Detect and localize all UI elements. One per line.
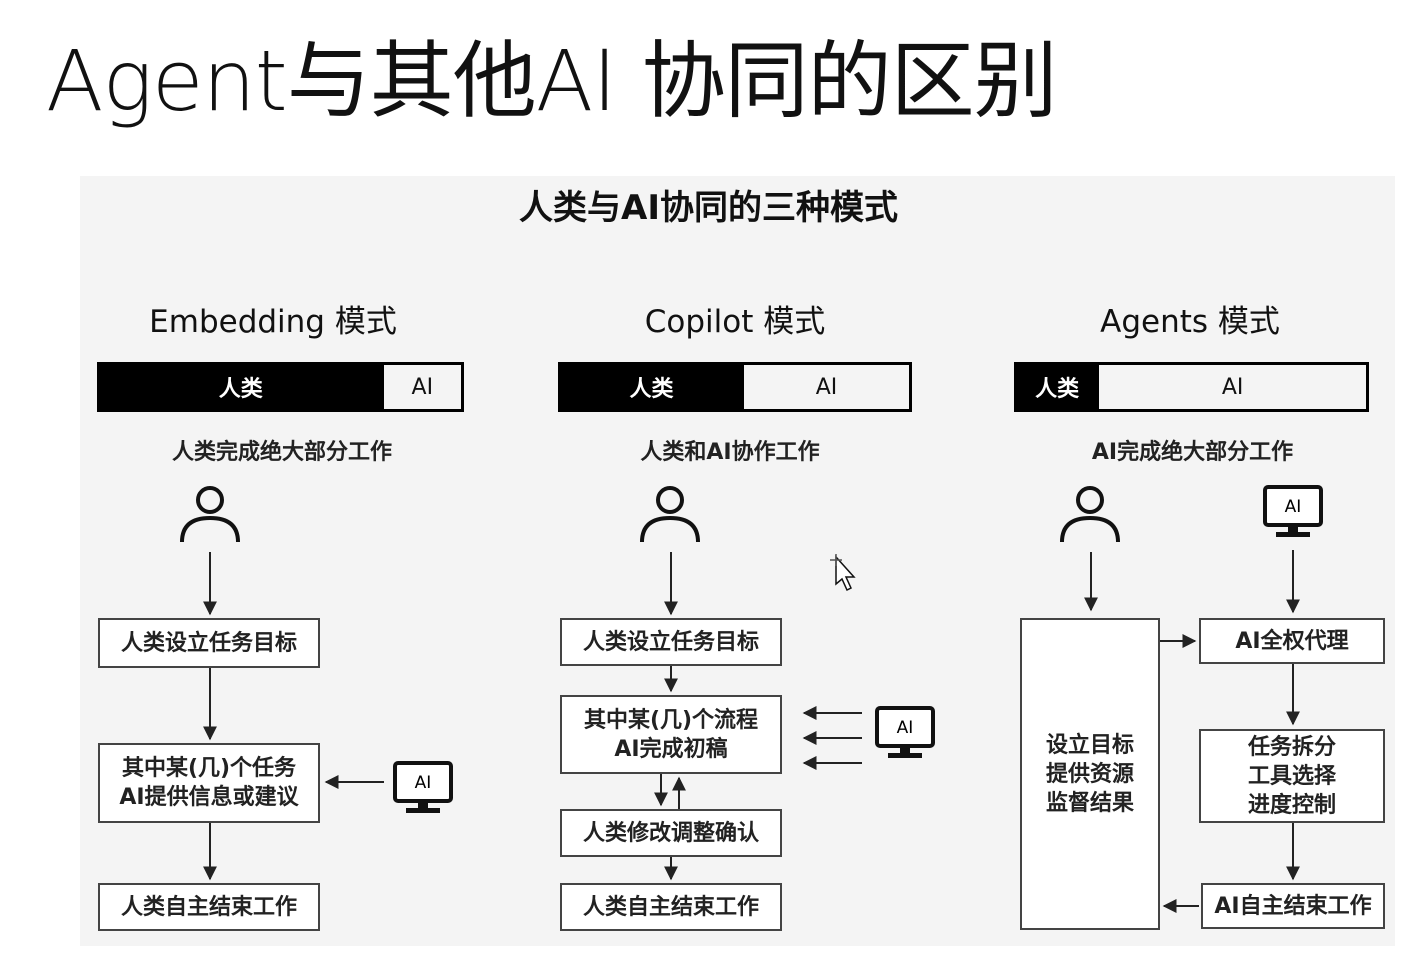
person-icon xyxy=(640,486,700,543)
slide-title: Agent与其他AI 协同的区别 xyxy=(46,32,1058,130)
human-role-box: 设立目标 提供资源 监督结果 xyxy=(1020,618,1160,930)
flow-arrows-agents xyxy=(1084,550,1300,913)
flow-arrows-copilot xyxy=(654,552,862,881)
ratio-ai-segment: AI xyxy=(1097,365,1366,409)
ratio-human-segment: 人类 xyxy=(1017,365,1098,409)
mode-title-copilot: Copilot 模式 xyxy=(644,304,826,340)
ai-monitor-icon: AI xyxy=(1263,485,1323,537)
ai-monitor-icon: AI xyxy=(393,761,453,813)
step-box: AI全权代理 xyxy=(1199,618,1385,664)
caption-copilot: 人类和AI协作工作 xyxy=(640,440,820,465)
step-box: 人类自主结束工作 xyxy=(560,883,782,931)
caption-embedding: 人类完成绝大部分工作 xyxy=(171,440,392,465)
ratio-bar-embedding: 人类 AI xyxy=(97,362,464,412)
step-box: 其中某(几)个流程 AI完成初稿 xyxy=(560,695,782,774)
step-box: 人类自主结束工作 xyxy=(98,883,320,931)
step-box: 任务拆分 工具选择 进度控制 xyxy=(1199,729,1385,823)
person-icon xyxy=(180,486,240,543)
ratio-bar-copilot: 人类 AI xyxy=(558,362,912,412)
monitor-label: AI xyxy=(1285,497,1302,517)
step-box: 人类修改调整确认 xyxy=(560,809,782,857)
step-box: 人类设立任务目标 xyxy=(560,618,782,666)
ratio-bar-agents: 人类 AI xyxy=(1014,362,1369,412)
monitor-label: AI xyxy=(897,718,914,738)
ratio-human-segment: 人类 xyxy=(100,365,382,409)
move-cursor-icon xyxy=(830,554,856,592)
step-box: 人类设立任务目标 xyxy=(98,618,320,668)
monitor-label: AI xyxy=(415,773,432,793)
step-box: 其中某(几)个任务 AI提供信息或建议 xyxy=(98,743,320,823)
ai-monitor-icon: AI xyxy=(875,706,935,758)
mode-title-embedding: Embedding 模式 xyxy=(149,304,397,340)
mode-title-agents: Agents 模式 xyxy=(1100,304,1280,340)
flow-arrows-embedding xyxy=(203,552,384,881)
person-icon xyxy=(1060,486,1120,543)
ratio-human-segment: 人类 xyxy=(561,365,742,409)
ratio-ai-segment: AI xyxy=(741,365,909,409)
step-box: AI自主结束工作 xyxy=(1201,883,1385,929)
diagram-title: 人类与AI协同的三种模式 xyxy=(519,188,898,228)
caption-agents: AI完成绝大部分工作 xyxy=(1091,440,1294,465)
ratio-ai-segment: AI xyxy=(381,365,461,409)
